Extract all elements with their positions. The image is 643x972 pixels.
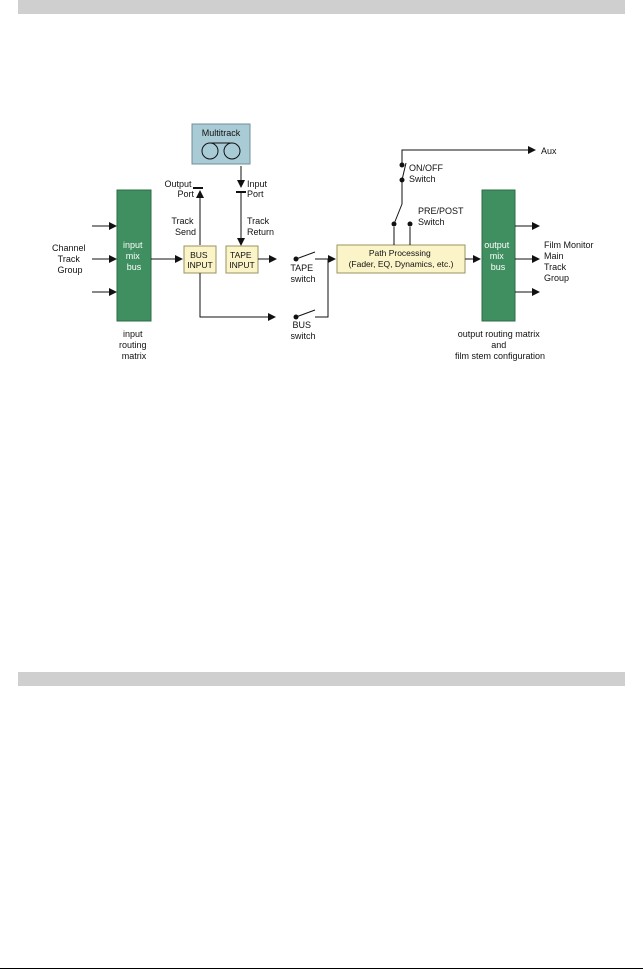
svg-text:TAPE INPUT: TAPE INPUT [229,250,255,270]
track-send-label: Track Send [171,216,196,237]
svg-text:Path Processing (Fader,: Path Processing (Fader, EQ, Dynamics, et… [349,248,454,269]
multitrack-label: Multitrack [202,128,241,138]
port-connections [193,166,246,246]
output-mix-bus: output mix bus [481,189,516,322]
svg-text:output mix bus: output mix bus [484,240,512,272]
multitrack-block: Multitrack [191,123,251,165]
bus-input-box: BUS INPUT [183,245,217,274]
channel-input-arrows [92,222,117,296]
header-band [18,0,625,14]
aux-label: Aux [541,146,557,156]
svg-text:input mix bus: input mix bus [123,240,145,272]
input-port-label: Input Port [247,179,270,199]
input-mix-bus: input mix bus [116,189,152,322]
section-band [18,672,625,686]
output-routing-label: output routing matrix and film stem conf… [455,329,545,361]
track-return-label: Track Return [247,216,274,237]
path-processing-box: Path Processing (Fader, EQ, Dynamics, et… [336,244,466,274]
pre-post-switch-label: PRE/POST Switch [418,206,466,227]
tape-switch [293,251,336,263]
svg-text:BUS INPUT: BUS INPUT [187,250,213,270]
bus-switch-path [199,259,329,321]
aux-send-path [391,146,536,245]
on-off-switch-label: ON/OFF Switch [409,163,446,184]
channel-track-group-label: Channel Track Group [52,243,88,275]
tape-switch-label: TAPE switch [290,263,315,284]
output-port-label: Output Port [164,179,194,199]
footer-rule [0,968,643,969]
film-monitor-group-label: Film Monitor Main Track Group [544,240,596,283]
output-arrows [515,222,540,296]
input-routing-matrix-label: input routing matrix [119,329,149,361]
tape-input-box: TAPE INPUT [225,245,259,274]
bus-switch-label: BUS switch [290,320,315,341]
